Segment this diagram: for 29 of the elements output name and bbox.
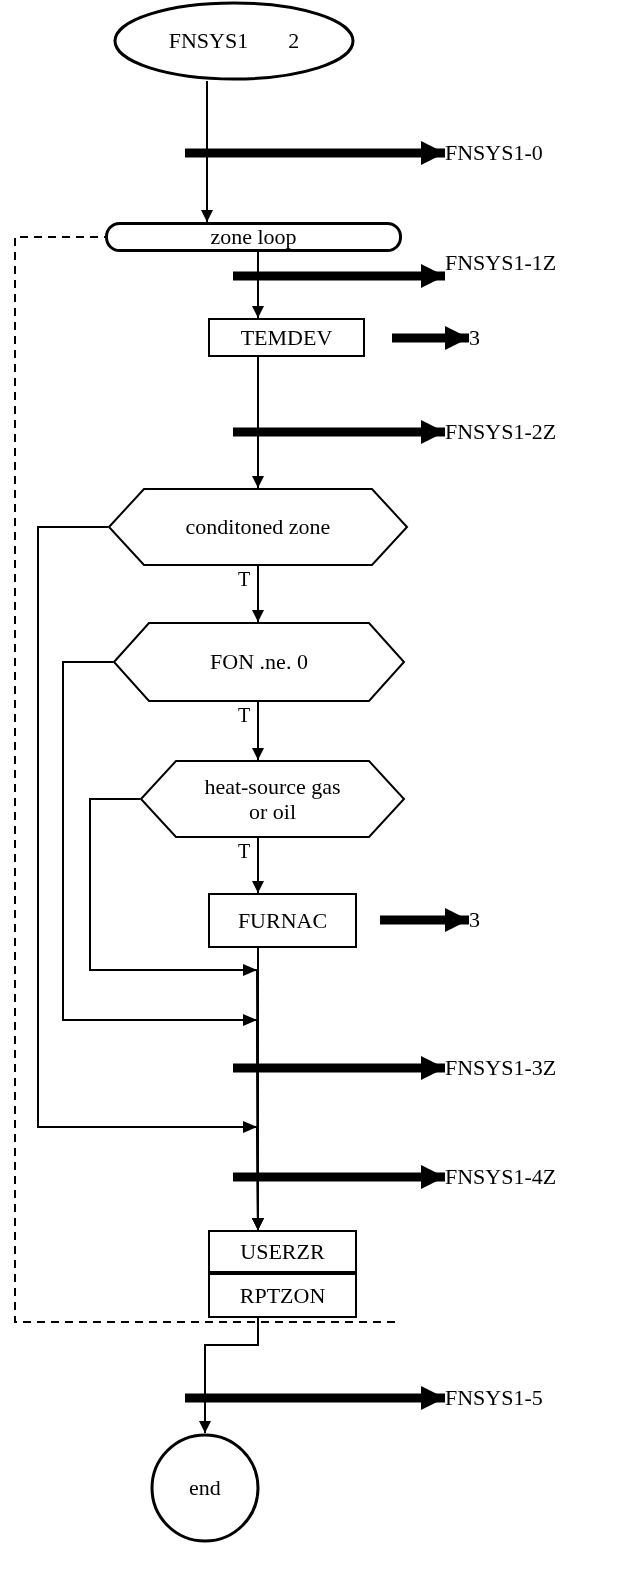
node-label: heat-source gas or oil (203, 773, 342, 825)
node-label: USERZR (240, 1238, 325, 1265)
connector-label: FNSYS1-0 (445, 139, 615, 167)
page-number: 2 (288, 28, 300, 54)
process-box (208, 893, 357, 948)
decision-hexagon (108, 488, 408, 566)
connector-label: FNSYS1-5 (445, 1384, 615, 1412)
start-ellipse (113, 1, 355, 81)
node-label: FNSYS1 (168, 28, 249, 54)
process-box (208, 318, 365, 357)
decision-hexagon (140, 760, 405, 838)
process-box (208, 1230, 357, 1273)
connector-label: 3 (469, 324, 499, 352)
node-label: RPTZON (239, 1282, 326, 1309)
connector-label: FNSYS1-3Z (445, 1054, 615, 1082)
connector-label: FNSYS1-4Z (445, 1163, 615, 1191)
node-label: FON .ne. 0 (210, 649, 308, 675)
decision-hexagon (113, 622, 405, 702)
process-box (208, 1273, 357, 1318)
node-label: end (189, 1475, 221, 1501)
connector-label: 3 (469, 906, 499, 934)
node-label: FURNAC (237, 907, 328, 934)
node-label: TEMDEV (240, 324, 333, 351)
loop-box (105, 222, 402, 252)
connector-label: FNSYS1-1Z (445, 249, 615, 277)
end-circle (150, 1433, 260, 1543)
node-label: zone loop (210, 224, 297, 250)
connector-label: FNSYS1-2Z (445, 418, 615, 446)
node-label: conditoned zone (185, 514, 331, 540)
